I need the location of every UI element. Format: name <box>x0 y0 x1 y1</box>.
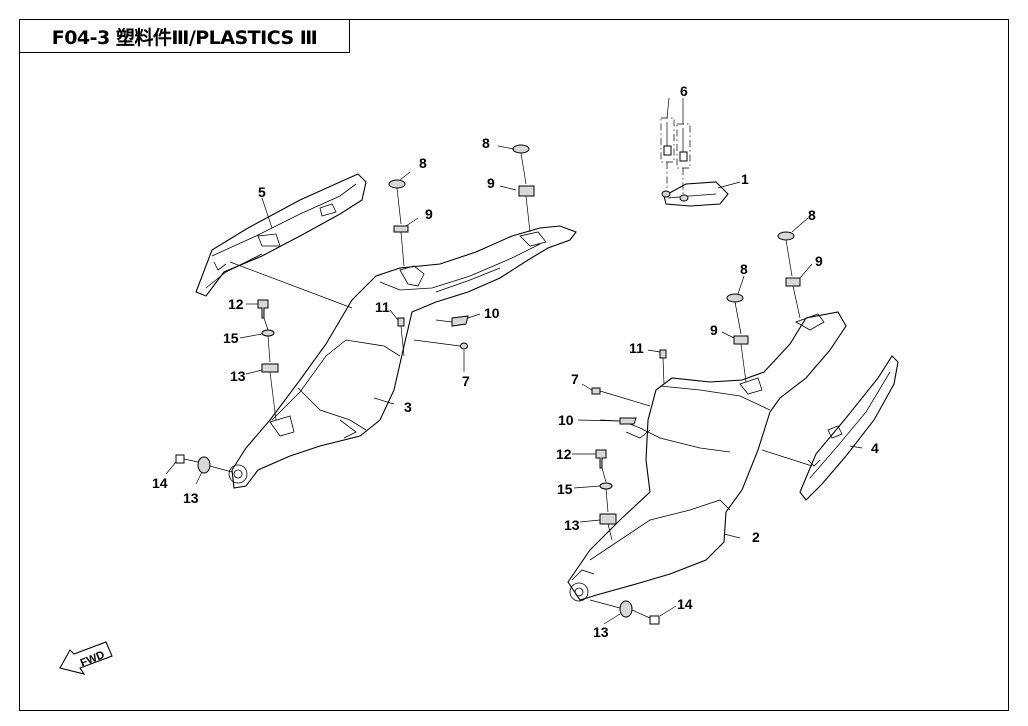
collar-14a <box>175 454 185 464</box>
clip-10a <box>451 315 469 327</box>
callout-9b: 9 <box>487 175 495 191</box>
rubber-13c <box>197 456 211 474</box>
clip-11b <box>659 349 667 359</box>
callout-5: 5 <box>258 184 266 200</box>
callout-10b: 10 <box>558 412 574 428</box>
callout-13a: 13 <box>230 368 246 384</box>
rubber-13a <box>261 363 279 373</box>
rubber-9a <box>393 225 409 233</box>
callout-11b: 11 <box>629 340 644 356</box>
callout-9d: 9 <box>710 322 718 338</box>
callout-9c: 9 <box>815 253 823 269</box>
callout-13c: 13 <box>183 490 199 506</box>
rubber-9c <box>785 277 801 287</box>
callout-7a: 7 <box>462 373 470 389</box>
bolt-12a <box>257 299 269 319</box>
callout-4: 4 <box>871 440 879 456</box>
callout-8a: 8 <box>419 155 427 171</box>
clip-10b <box>619 417 637 425</box>
collar-14b <box>649 615 660 625</box>
grommet-8c <box>777 231 795 241</box>
leader-lines <box>165 97 863 625</box>
callout-15a: 15 <box>223 330 239 346</box>
callout-labels: 1 2 3 4 5 6 7 7 8 8 8 8 9 9 9 9 10 10 11… <box>152 83 879 640</box>
part-6-screws <box>660 117 691 196</box>
callout-9a: 9 <box>425 206 433 222</box>
bolt-12b <box>595 449 607 469</box>
rubber-9b <box>518 185 535 197</box>
clip-11a <box>397 317 405 327</box>
washer-15a <box>261 329 275 337</box>
callout-11a: 11 <box>375 299 390 315</box>
grommet-8b <box>512 144 530 154</box>
callout-12a: 12 <box>228 296 244 312</box>
callout-8b: 8 <box>482 135 490 151</box>
fwd-arrow-icon: FWD <box>59 641 113 675</box>
clips <box>397 315 667 425</box>
part-4-right-trim <box>799 355 899 501</box>
screw-7a <box>460 342 468 350</box>
grommet-8a <box>388 179 406 189</box>
rubber-9d <box>733 335 749 345</box>
callout-1: 1 <box>741 171 749 187</box>
callout-3: 3 <box>404 399 412 415</box>
part-2-right-side-cover <box>567 311 847 602</box>
callout-7b: 7 <box>571 371 579 387</box>
callout-13b: 13 <box>564 517 580 533</box>
callout-12b: 12 <box>556 446 572 462</box>
callout-13d: 13 <box>593 624 609 640</box>
callout-14a: 14 <box>152 475 168 491</box>
callout-15b: 15 <box>557 481 573 497</box>
part-5-left-trim <box>195 173 367 297</box>
screw-7b <box>591 387 601 395</box>
part-1-top-cover <box>661 181 729 207</box>
part-3-left-side-cover <box>228 225 577 489</box>
washer-15b <box>599 482 613 490</box>
callout-10a: 10 <box>484 305 500 321</box>
callout-6: 6 <box>680 83 688 99</box>
rubber-13b <box>599 513 617 525</box>
callout-8c: 8 <box>808 207 816 223</box>
fastener-set-left <box>388 144 801 383</box>
rubber-13d <box>619 600 633 618</box>
drawing-title: F04-3 塑料件Ⅲ/PLASTICS Ⅲ <box>19 19 350 53</box>
callout-2: 2 <box>752 529 760 545</box>
grommet-8d <box>726 293 744 303</box>
callout-8d: 8 <box>740 261 748 277</box>
drawing-border <box>19 19 1009 711</box>
callout-14b: 14 <box>677 596 693 612</box>
fastener-stack-left <box>175 299 279 474</box>
